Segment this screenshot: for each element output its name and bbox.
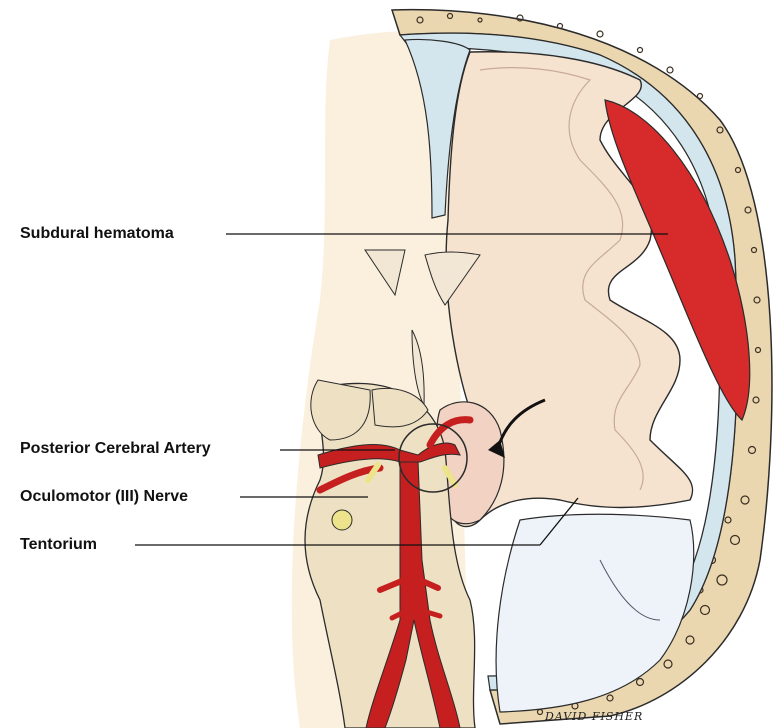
- trochlear-nerve-cut: [332, 510, 352, 530]
- label-oculomotor-nerve: Oculomotor (III) Nerve: [20, 488, 188, 506]
- artist-signature: DAVID FISHER: [545, 710, 643, 723]
- label-subdural-hematoma: Subdural hematoma: [20, 225, 174, 243]
- label-tentorium: Tentorium: [20, 536, 97, 554]
- label-posterior-cerebral-artery: Posterior Cerebral Artery: [20, 440, 211, 458]
